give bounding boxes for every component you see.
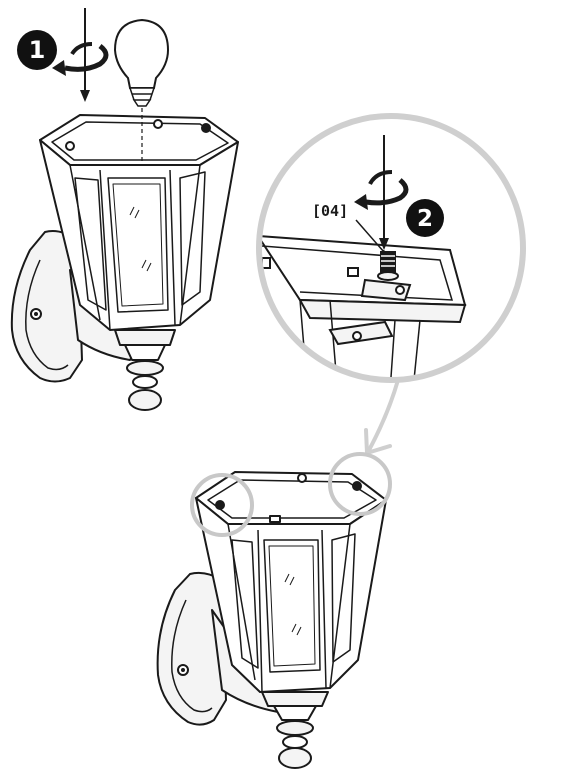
screw-icon [377,251,399,281]
light-bulb-icon [113,18,170,165]
detail-callout-circle [256,113,526,383]
detail-connector-arrow [364,378,400,456]
glass-pane [107,177,169,313]
step-2-badge: 2 [406,199,444,237]
part-label: [04] [312,202,348,220]
part-leader-line [355,219,385,253]
highlight-circle-right [328,452,392,516]
lantern-step-2 [156,471,387,769]
rotate-counterclockwise-icon-2 [354,170,409,210]
down-arrow-icon [80,8,90,102]
step-1-number: 1 [29,36,46,64]
rotate-counterclockwise-icon [52,42,109,76]
lantern-finial [114,329,176,346]
highlight-circle-left [190,473,254,537]
down-arrow-icon-2 [379,135,389,252]
step-1-badge: 1 [17,30,57,70]
lantern-step-1 [10,114,239,411]
step-2-number: 2 [417,206,433,232]
